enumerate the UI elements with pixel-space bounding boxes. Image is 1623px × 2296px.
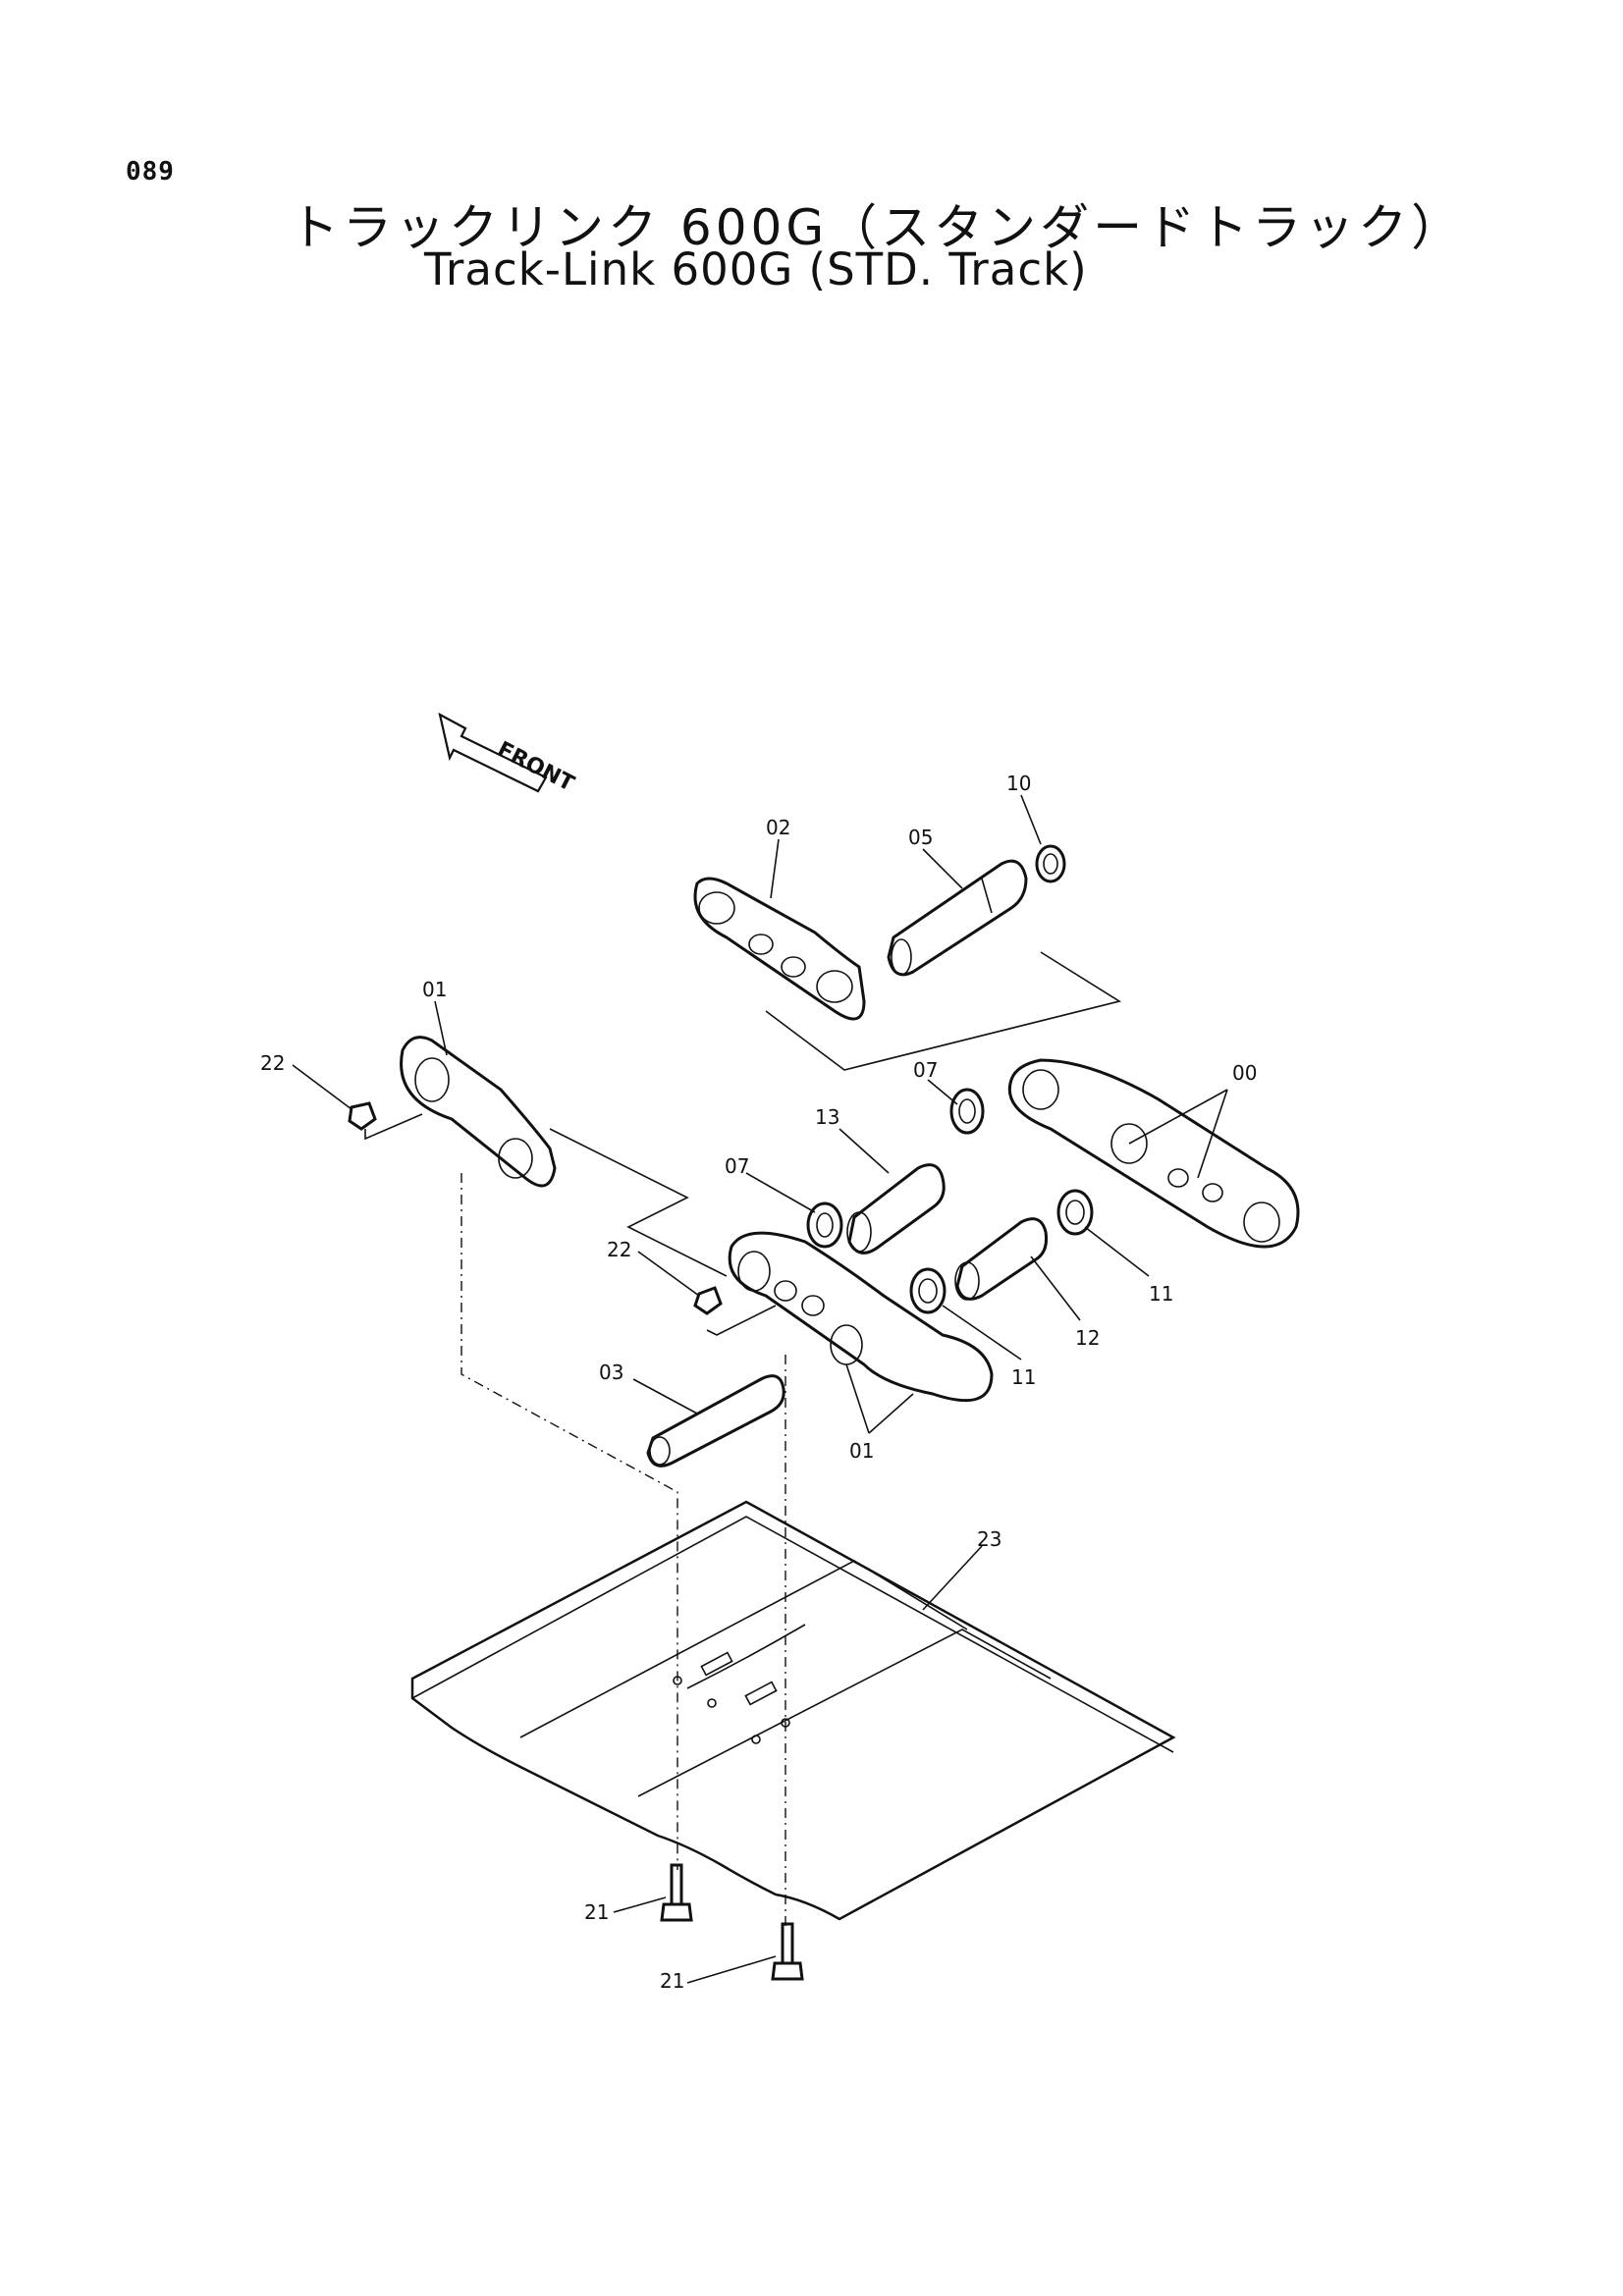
- part-21-bolt-lower: [771, 1922, 804, 1981]
- callout-22-top: 22: [260, 1051, 285, 1075]
- callout-03: 03: [599, 1361, 623, 1384]
- callout-22-mid: 22: [607, 1238, 631, 1261]
- callout-00: 00: [1232, 1061, 1257, 1085]
- callout-12: 12: [1075, 1326, 1100, 1350]
- part-22-nut-upper: [348, 1101, 377, 1131]
- callout-23: 23: [977, 1527, 1001, 1551]
- callout-07-left: 07: [725, 1154, 749, 1178]
- part-22-nut-mid: [693, 1286, 723, 1315]
- callout-10: 10: [1006, 772, 1031, 795]
- part-02-track-link: [693, 877, 866, 1021]
- callout-21-lower: 21: [660, 1969, 684, 1993]
- callout-07-right: 07: [913, 1058, 938, 1082]
- page-title-japanese: トラックリンク 600G（スタンダードトラック）: [290, 199, 1465, 256]
- part-23-track-shoe: [410, 1500, 1176, 1921]
- callout-labels: 02 05 10 01 22 07 00 13 07 22 11 11 12 0…: [260, 772, 1257, 1993]
- part-21-bolt-upper: [660, 1863, 693, 1922]
- part-07-spacer-left: [806, 1201, 843, 1249]
- part-03-pin: [646, 1374, 785, 1468]
- part-11-seal-mid: [909, 1267, 947, 1314]
- part-05-bushing: [887, 859, 1028, 977]
- leader-lines: [292, 794, 1228, 1984]
- part-12-bushing: [954, 1217, 1048, 1301]
- front-arrow: FRONT: [438, 712, 578, 797]
- part-01-master-link: [400, 1036, 557, 1188]
- callout-01-bottom: 01: [849, 1439, 874, 1463]
- callout-21-upper: 21: [584, 1900, 609, 1924]
- part-10-seal: [1035, 844, 1066, 883]
- page-title-english: Track-Link 600G (STD. Track): [424, 243, 1088, 295]
- part-13-bushing: [846, 1163, 946, 1255]
- callout-11-right: 11: [1149, 1282, 1173, 1306]
- part-11-seal-right: [1056, 1189, 1094, 1236]
- callout-11-mid: 11: [1011, 1365, 1036, 1389]
- callout-01-top: 01: [422, 978, 447, 1001]
- part-07-spacer-right: [949, 1088, 985, 1135]
- callout-02: 02: [766, 816, 790, 839]
- callout-05: 05: [908, 826, 933, 849]
- assembly-lines: [364, 951, 1122, 1929]
- part-00-track-link-assembly: [1008, 1058, 1300, 1249]
- part-01-link-lower: [728, 1231, 994, 1403]
- page-number: 089: [126, 157, 175, 187]
- front-arrow-label: FRONT: [493, 737, 577, 796]
- callout-13: 13: [815, 1105, 839, 1129]
